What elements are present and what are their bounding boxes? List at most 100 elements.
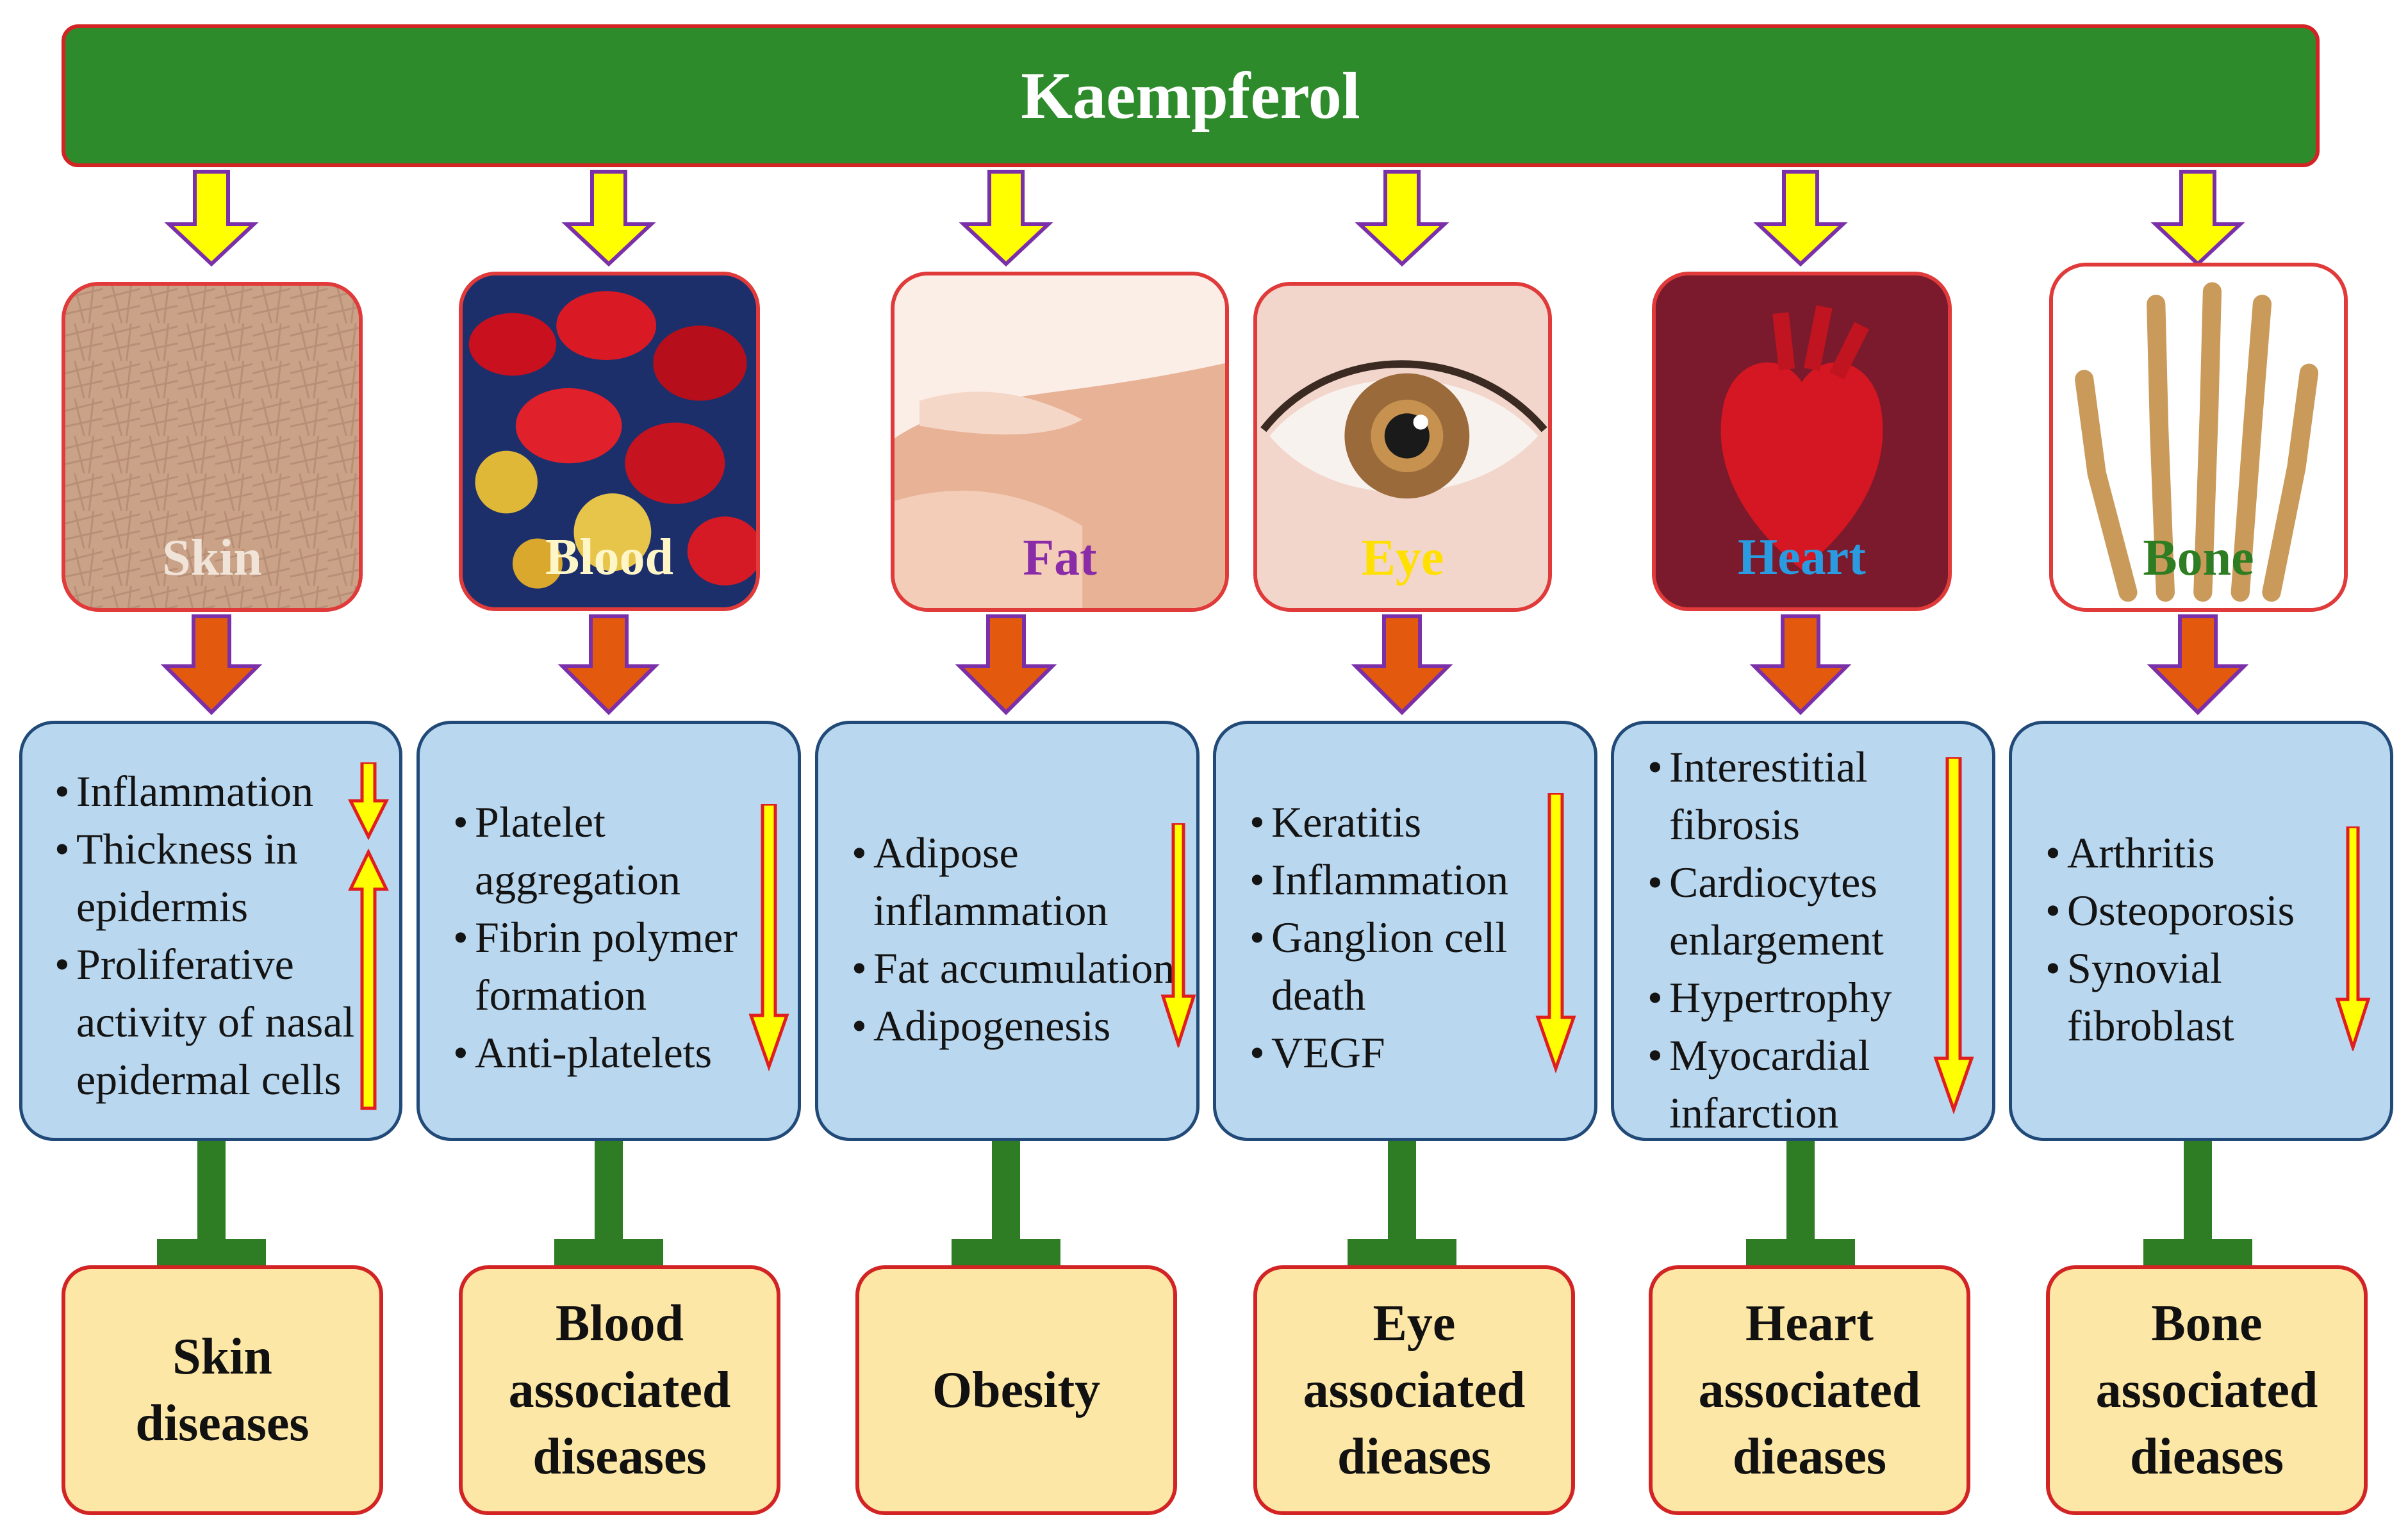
inhibition-stem-skin — [197, 1141, 226, 1244]
header-title: Kaempferol — [1021, 59, 1360, 133]
outcome-line: Blood — [555, 1295, 684, 1352]
effect-item: Adipogenesis — [852, 997, 1185, 1055]
effect-item: Hypertrophy — [1647, 969, 1949, 1026]
effects-box-eye: Keratitis Inflammation Ganglion cell dea… — [1213, 721, 1597, 1141]
effect-item: Inflammation — [1249, 851, 1538, 908]
decrease-arrow-icon — [1933, 757, 1974, 1115]
decrease-arrow-icon — [1160, 823, 1196, 1047]
organ-card-bone: Bone — [2049, 263, 2348, 612]
blood-cells-image — [463, 275, 756, 607]
decrease-arrow-icon — [347, 762, 390, 841]
effects-box-skin: Inflammation Thickness in epidermis Prol… — [19, 721, 402, 1141]
effects-list-skin: Inflammation Thickness in epidermis Prol… — [54, 762, 375, 1108]
effect-item: Ganglion cell death — [1249, 908, 1538, 1024]
effect-item: VEGF — [1249, 1024, 1538, 1081]
yellow-down-arrow-blood — [561, 170, 656, 267]
effects-box-fat: Adipose inflammation Fat accumulation Ad… — [815, 721, 1200, 1141]
outcome-line: Obesity — [932, 1362, 1101, 1418]
outcome-line: diseases — [532, 1429, 707, 1485]
outcome-line: Eye — [1373, 1295, 1456, 1352]
organ-label-fat: Fat — [1023, 530, 1097, 586]
organ-card-fat: Fat — [891, 272, 1229, 612]
eye-image — [1257, 286, 1548, 608]
orange-down-arrow-eye — [1351, 614, 1453, 716]
skin-texture-image — [65, 286, 359, 608]
effect-item: Interestitial fibrosis — [1647, 738, 1949, 853]
organ-label-blood: Blood — [545, 529, 674, 586]
outcome-box-eye: Eye associated dieases — [1253, 1265, 1575, 1515]
yellow-down-arrow-eye — [1355, 170, 1449, 267]
effects-list-blood: Platelet aggregation Fibrin polymer form… — [453, 793, 748, 1081]
organ-label-heart: Heart — [1738, 529, 1866, 586]
outcome-line: associated — [2095, 1362, 2318, 1418]
effect-item: Platelet aggregation — [453, 793, 748, 908]
decrease-arrow-icon — [2335, 826, 2371, 1051]
yellow-down-arrow-fat — [959, 170, 1053, 267]
inhibition-bar-skin — [157, 1239, 266, 1266]
inhibition-stem-eye — [1388, 1141, 1416, 1244]
organ-card-blood: Blood — [459, 272, 760, 611]
effect-item: Anti-platelets — [453, 1024, 748, 1081]
organ-card-eye: Eye — [1253, 282, 1552, 612]
hand-bone-image — [2053, 267, 2344, 608]
outcome-line: dieases — [1732, 1429, 1886, 1485]
inhibition-stem-fat — [992, 1141, 1020, 1244]
kaempferol-header: Kaempferol — [62, 24, 2320, 167]
outcome-line: dieases — [2129, 1429, 2284, 1485]
outcome-line: associated — [1698, 1362, 1921, 1418]
inhibition-stem-bone — [2184, 1141, 2212, 1244]
outcome-box-bone: Bone associated dieases — [2046, 1265, 2368, 1515]
yellow-down-arrow-skin — [164, 170, 259, 267]
orange-down-arrow-fat — [955, 614, 1057, 716]
outcome-line: associated — [1303, 1362, 1526, 1418]
outcome-box-blood: Blood associated diseases — [459, 1265, 780, 1515]
outcome-line: associated — [508, 1362, 731, 1418]
decrease-arrow-icon — [748, 804, 789, 1072]
decrease-arrow-icon — [1535, 793, 1576, 1074]
effects-box-bone: Arthritis Osteoporosis Synovial fibrobla… — [2009, 721, 2393, 1141]
effect-item: Arthritis — [2045, 824, 2327, 882]
orange-down-arrow-blood — [557, 614, 660, 716]
effect-item: Fibrin polymer formation — [453, 908, 748, 1024]
outcome-line: dieases — [1337, 1429, 1491, 1485]
heart-image — [1656, 275, 1948, 607]
inhibition-stem-heart — [1786, 1141, 1815, 1244]
yellow-down-arrow-heart — [1753, 170, 1848, 267]
effect-item: Proliferative activity of nasal epiderma… — [54, 935, 375, 1108]
effects-box-blood: Platelet aggregation Fibrin polymer form… — [416, 721, 801, 1141]
orange-down-arrow-skin — [160, 614, 263, 716]
effects-box-heart: Interestitial fibrosis Cardiocytes enlar… — [1611, 721, 1995, 1141]
effects-list-bone: Arthritis Osteoporosis Synovial fibrobla… — [2045, 824, 2327, 1055]
yellow-down-arrow-bone — [2150, 170, 2245, 267]
inhibition-bar-heart — [1746, 1239, 1855, 1266]
inhibition-bar-fat — [952, 1239, 1060, 1266]
organ-card-heart: Heart — [1652, 272, 1952, 611]
outcome-box-skin: Skin diseases — [62, 1265, 383, 1515]
effect-item: Fat accumulation — [852, 939, 1185, 997]
effects-list-fat: Adipose inflammation Fat accumulation Ad… — [852, 824, 1185, 1055]
inhibition-bar-bone — [2143, 1239, 2252, 1266]
outcome-line: Skin — [172, 1329, 272, 1385]
orange-down-arrow-heart — [1749, 614, 1852, 716]
effect-item: Cardiocytes enlargement — [1647, 853, 1949, 969]
effect-item: Inflammation — [54, 762, 375, 820]
outcome-line: Bone — [2151, 1295, 2263, 1352]
skin-trend-arrows — [347, 762, 390, 1110]
effect-item: Adipose inflammation — [852, 824, 1185, 939]
orange-down-arrow-bone — [2147, 614, 2249, 716]
inhibition-stem-blood — [595, 1141, 623, 1244]
effect-item: Thickness in epidermis — [54, 820, 375, 935]
effects-list-eye: Keratitis Inflammation Ganglion cell dea… — [1249, 793, 1538, 1081]
outcome-line: diseases — [135, 1395, 309, 1452]
organ-label-bone: Bone — [2143, 530, 2254, 586]
effect-item: Osteoporosis — [2045, 882, 2327, 939]
increase-arrow-icon — [348, 848, 389, 1110]
organ-card-skin: Skin — [62, 282, 363, 612]
fat-waist-image — [895, 275, 1225, 608]
outcome-box-heart: Heart associated dieases — [1649, 1265, 1970, 1515]
effects-list-heart: Interestitial fibrosis Cardiocytes enlar… — [1647, 738, 1949, 1142]
effect-item: Keratitis — [1249, 793, 1538, 851]
inhibition-bar-eye — [1348, 1239, 1456, 1266]
inhibition-bar-blood — [554, 1239, 663, 1266]
